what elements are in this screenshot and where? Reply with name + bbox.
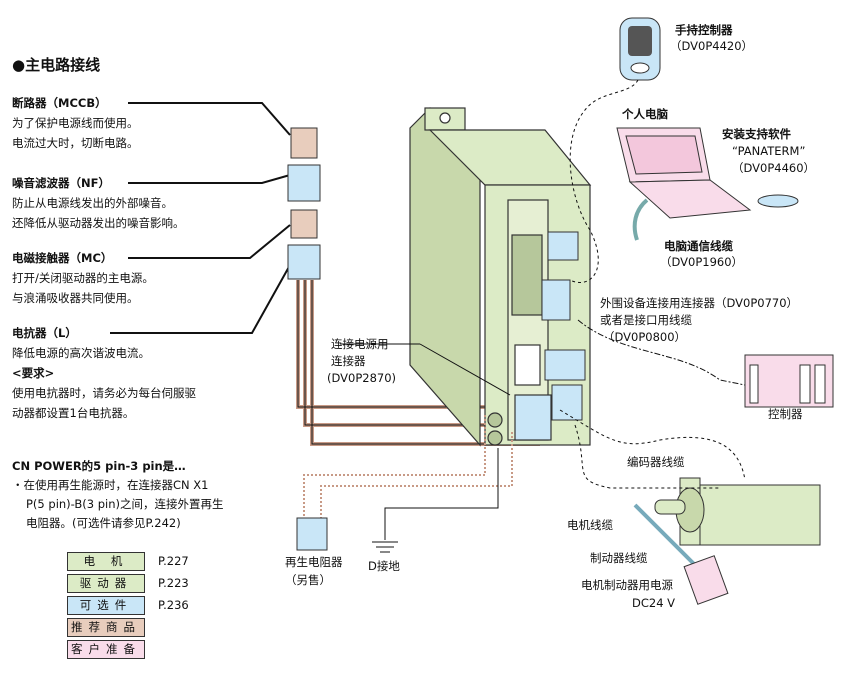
brake-power-supply xyxy=(683,555,729,605)
magnetic-contactor xyxy=(290,209,318,239)
mccb-desc: 电流过大时，切断电路。 xyxy=(12,136,139,150)
nf-heading: 噪音滤波器（NF） xyxy=(12,176,110,190)
mccb-heading: 断路器（MCCB） xyxy=(12,96,107,110)
software-product: “PANATERM” xyxy=(732,144,806,158)
cn-power-desc: ・在使用再生能源时，在连接器CN X1 xyxy=(12,478,209,492)
pendant-label: 手持控制器 xyxy=(675,23,733,37)
regen-wires xyxy=(303,415,513,520)
cn-power-heading: CN POWER的5 pin-3 pin是… xyxy=(12,459,186,473)
pendant-code: （DV0P4420） xyxy=(670,39,754,53)
mc-desc: 与浪涌吸收器共同使用。 xyxy=(12,291,139,305)
software-code: （DV0P4460） xyxy=(732,161,816,175)
reactor-desc: 降低电源的高次谐波电流。 xyxy=(12,346,150,360)
cn-power-desc: P(5 pin)-B(3 pin)之间，连接外置再生 xyxy=(26,497,224,511)
legend-option: 可选件 xyxy=(67,596,145,615)
personal-computer xyxy=(616,127,752,219)
power-connector-code: (DV0P2870) xyxy=(327,371,397,385)
ground-icon xyxy=(372,541,398,553)
power-connector-label: 连接电源用 xyxy=(331,337,389,351)
brake-supply-voltage: DC24 V xyxy=(632,596,676,610)
pc-cable xyxy=(632,198,649,241)
handheld-console xyxy=(619,17,661,81)
legend-driver-page: P.223 xyxy=(158,576,189,590)
legend-option-page: P.236 xyxy=(158,598,189,612)
noise-filter xyxy=(287,164,321,202)
page-title: ●主电路接线 xyxy=(12,56,101,74)
software-disc xyxy=(757,194,799,208)
brake-cable-label: 制动器线缆 xyxy=(590,551,648,565)
brake-cable xyxy=(633,503,702,572)
ground-wire xyxy=(384,448,499,540)
legend-customer: 客户准备 xyxy=(67,640,145,659)
io-connector-label: 外围设备连接用连接器（DV0P0770） xyxy=(600,296,799,310)
mc-heading: 电磁接触器（MC） xyxy=(12,251,113,265)
regen-resistor-label: 再生电阻器 xyxy=(285,555,343,569)
controller-label: 控制器 xyxy=(768,407,803,421)
pc-label: 个人电脑 xyxy=(622,107,668,121)
io-connector-code: （DV0P0800） xyxy=(603,330,687,344)
reactor-heading: 电抗器（L） xyxy=(12,326,77,340)
legend-motor: 电 机 xyxy=(67,552,145,571)
mc-desc: 打开/关闭驱动器的主电源。 xyxy=(12,271,154,285)
pc-cable-code: （DV0P1960） xyxy=(660,255,744,269)
option-connectors xyxy=(541,231,586,421)
reactor xyxy=(287,244,321,280)
io-connector-label: 或者是接口用线缆 xyxy=(600,313,692,327)
legend-recommended: 推荐商品 xyxy=(67,618,145,637)
mccb-desc: 为了保护电源线而使用。 xyxy=(12,116,139,130)
encoder-cable xyxy=(559,409,746,481)
nf-desc: 还降低从驱动器发出的噪音影响。 xyxy=(12,216,185,230)
legend-driver: 驱动器 xyxy=(67,574,145,593)
nf-desc: 防止从电源线发出的外部噪音。 xyxy=(12,196,173,210)
controller-plc xyxy=(744,354,834,408)
leader-lines xyxy=(110,102,291,334)
legend-motor-page: P.227 xyxy=(158,554,189,568)
motor-cable xyxy=(574,424,720,489)
reactor-requirement: <要求> xyxy=(12,366,55,380)
cn-power-desc: 电阻器。(可选件请参见P.242) xyxy=(26,516,181,530)
regen-resistor xyxy=(296,517,328,551)
pc-cable-label: 电脑通信线缆 xyxy=(664,239,733,253)
reactor-desc: 动器都设置1台电抗器。 xyxy=(12,406,135,420)
brake-supply-label: 电机制动器用电源 xyxy=(581,578,673,592)
power-connector-label: 连接器 xyxy=(331,354,366,368)
servo-motor xyxy=(654,477,821,546)
reactor-desc: 使用电抗器时，请务必为每台伺服驱 xyxy=(12,386,196,400)
mccb xyxy=(290,127,318,159)
encoder-cable-label: 编码器线缆 xyxy=(627,455,685,469)
motor-cable-label: 电机线缆 xyxy=(567,518,613,532)
ground-label: D接地 xyxy=(368,559,400,573)
software-label: 安装支持软件 xyxy=(722,127,791,141)
regen-resistor-note: （另售） xyxy=(285,573,331,587)
